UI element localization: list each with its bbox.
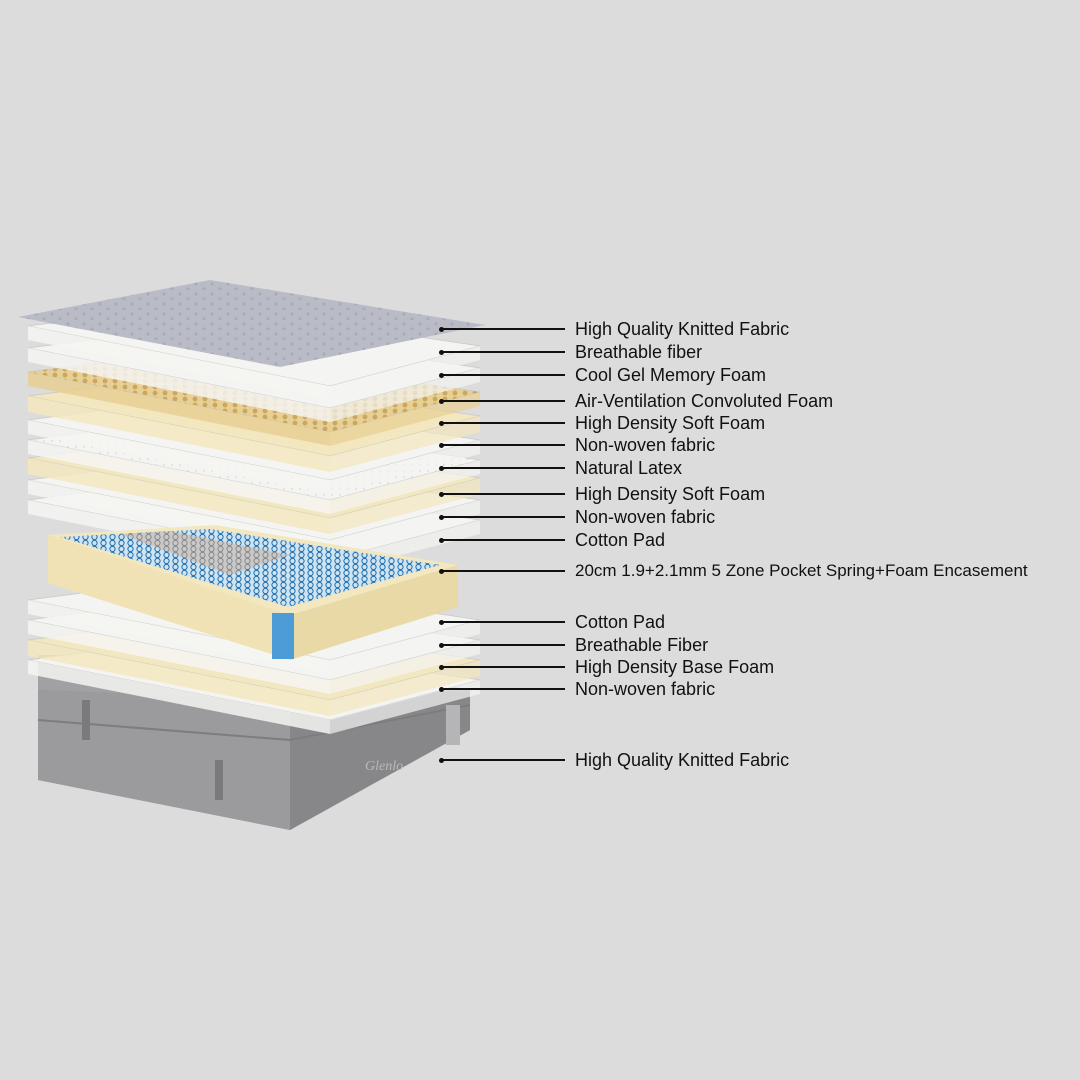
callout-leader-line	[441, 328, 565, 330]
layer-label: Non-woven fabric	[575, 435, 716, 455]
layer-label: Cotton Pad	[575, 612, 666, 632]
callout-leader-line	[441, 444, 565, 446]
callout-leader-line	[441, 351, 565, 353]
layer-stack	[18, 280, 485, 734]
layer-label: Natural Latex	[575, 458, 683, 478]
layer-label: Non-woven fabric	[575, 679, 716, 699]
layer-label: Breathable fiber	[575, 342, 703, 362]
callout-leader-line	[441, 644, 565, 646]
layer-label: High Quality Knitted Fabric	[575, 319, 790, 339]
layer-label: Non-woven fabric	[575, 507, 716, 527]
layer-label: Cotton Pad	[575, 530, 666, 550]
callout-leader-line	[441, 467, 565, 469]
layer-label: Air-Ventilation Convoluted Foam	[575, 391, 834, 411]
callout-leader-line	[441, 688, 565, 690]
layer-label: High Density Base Foam	[575, 657, 775, 677]
callout-leader-line	[441, 570, 565, 572]
callout-leader-line	[441, 759, 565, 761]
slab-pocket-spring-unit	[48, 525, 458, 660]
layer-label: High Density Soft Foam	[575, 413, 766, 433]
callout-leader-line	[441, 400, 565, 402]
brand-logo: Glenlo	[365, 759, 403, 774]
layer-label: Cool Gel Memory Foam	[575, 365, 767, 385]
callout-leader-line	[441, 493, 565, 495]
layer-label: 20cm 1.9+2.1mm 5 Zone Pocket Spring+Foam…	[575, 561, 1028, 580]
layer-label: Breathable Fiber	[575, 635, 709, 655]
layer-label: High Density Soft Foam	[575, 484, 766, 504]
callout-leader-line	[441, 374, 565, 376]
callout-leader-line	[441, 516, 565, 518]
layer-label: High Quality Knitted Fabric	[575, 750, 790, 770]
callout-leader-line	[441, 621, 565, 623]
callout-leader-line	[441, 422, 565, 424]
callout-leader-line	[441, 539, 565, 541]
callout-leader-line	[441, 666, 565, 668]
slab-knitted-fabric-top	[18, 280, 485, 367]
